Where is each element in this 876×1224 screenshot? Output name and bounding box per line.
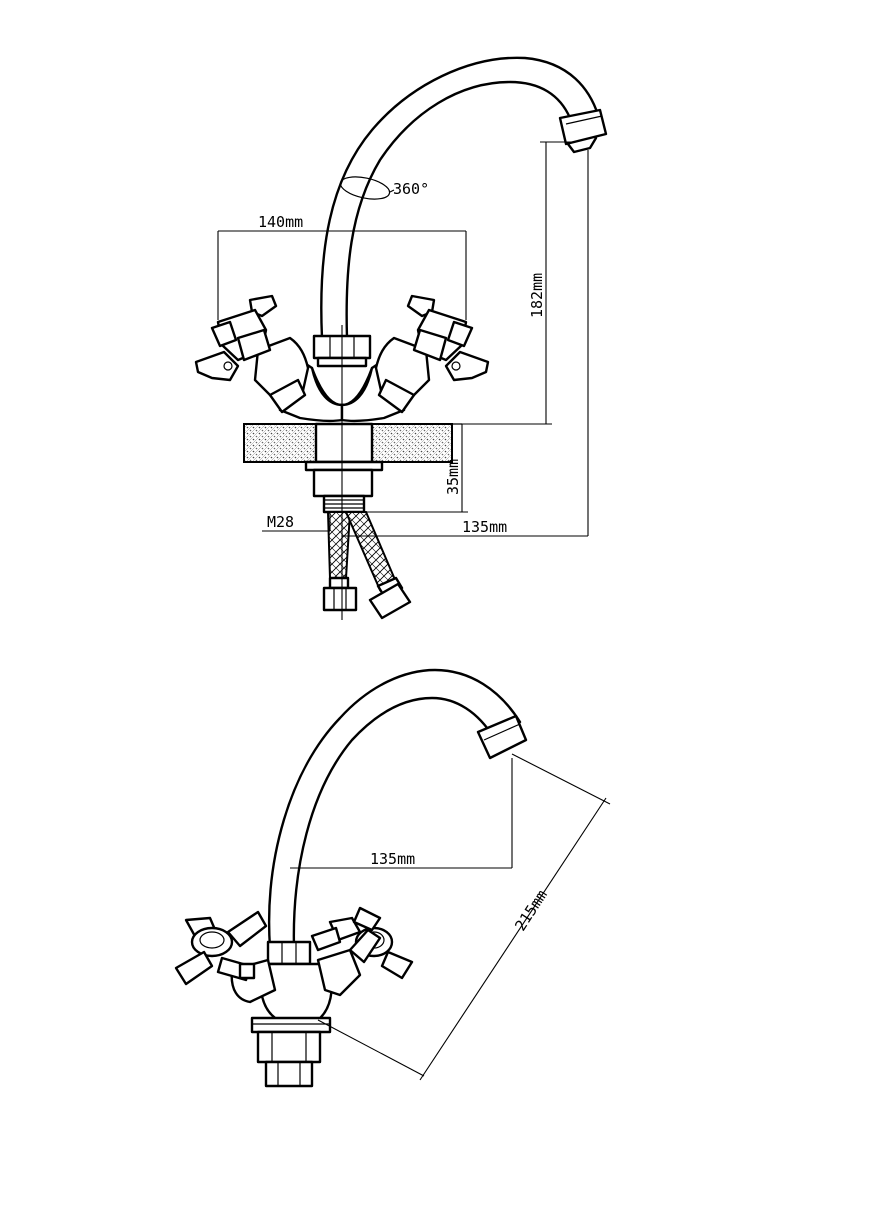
dim-thread <box>262 512 331 532</box>
top-left-handle <box>194 294 278 382</box>
label-counter-thickness: 35mm <box>444 459 462 495</box>
label-thread: M28 <box>267 513 294 531</box>
bottom-valve-body <box>230 948 362 1022</box>
label-handle-span: 140mm <box>258 213 303 231</box>
top-spout <box>320 56 608 340</box>
label-top-spout-reach: 135mm <box>462 518 507 536</box>
top-view: 360° 140mm 182mm 35mm M28 135mm <box>194 56 608 620</box>
bottom-hex-nut <box>266 940 312 966</box>
label-bottom-spout-reach: 135mm <box>370 850 415 868</box>
top-countertop <box>243 422 462 464</box>
bottom-right-handle <box>310 906 414 980</box>
dim-handle-span <box>217 230 467 320</box>
bottom-shank <box>250 1016 332 1088</box>
label-spout-height: 182mm <box>528 273 546 318</box>
label-spout-length: 215mm <box>511 887 551 935</box>
bottom-left-handle <box>174 910 268 986</box>
top-supply-hoses <box>322 511 412 620</box>
top-right-arm <box>374 336 431 414</box>
dim-bottom-spout-reach <box>290 758 513 869</box>
top-left-arm <box>253 336 310 414</box>
dim-spout-height <box>462 141 575 425</box>
dim-top-spout-reach <box>342 150 589 537</box>
top-right-handle <box>406 294 490 382</box>
dim-spout-length <box>317 753 611 1081</box>
top-shank <box>304 460 384 514</box>
bottom-view: 135mm 215mm <box>174 668 611 1088</box>
bottom-spout <box>268 668 528 950</box>
dim-counter-thickness <box>366 424 468 513</box>
label-rotation: 360° <box>393 180 429 198</box>
